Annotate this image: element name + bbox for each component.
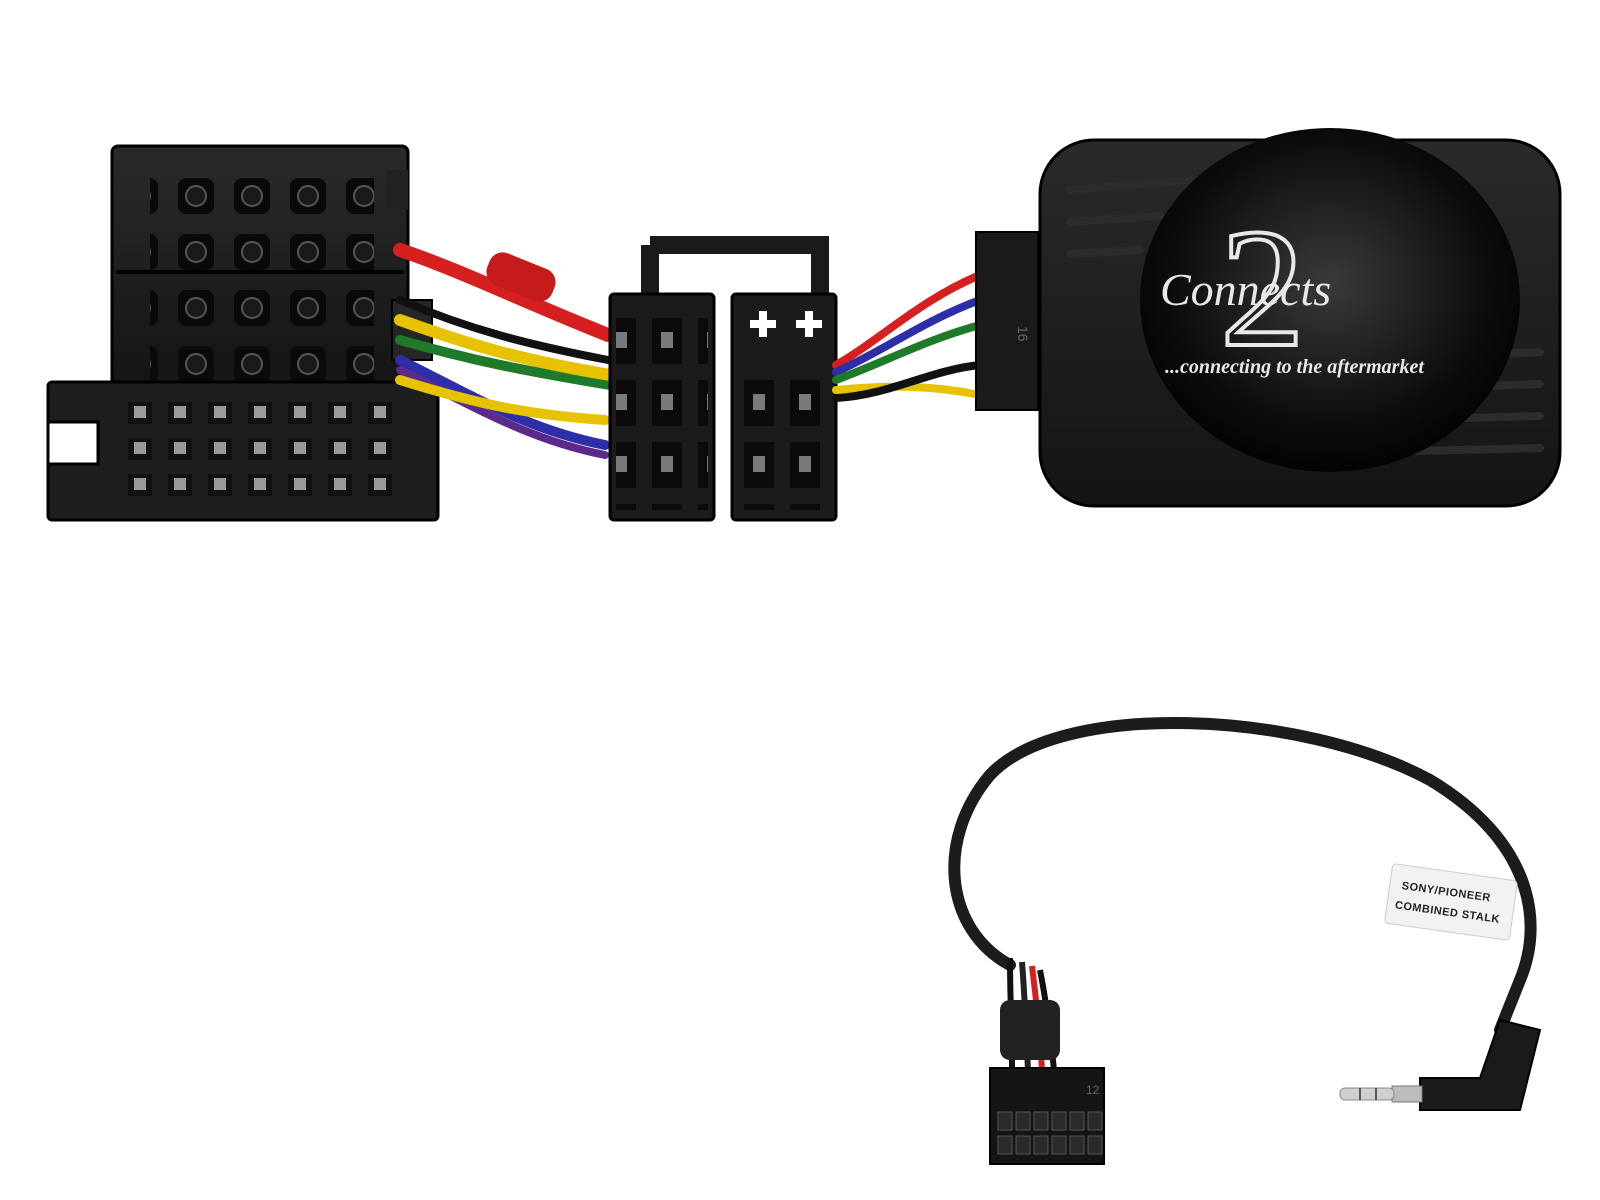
inline-fuse-holder [486, 252, 556, 302]
wire-black [396, 296, 612, 364]
brand-numeral: 2 [1220, 194, 1305, 382]
pin-grid-lower [118, 396, 398, 504]
wire-black-right [832, 361, 984, 402]
patch-lead-cable [948, 716, 1537, 1036]
iso-pins-left [616, 304, 708, 510]
lead-molex-pins [997, 1111, 1103, 1155]
brand-tagline: ...connecting to the aftermarket [1165, 356, 1425, 378]
module-pin-number: 16 [1015, 326, 1031, 342]
wire-red-right [832, 271, 984, 369]
wire-green-right [832, 321, 984, 384]
module-logo-disc [1140, 128, 1520, 472]
iso-bracket [641, 236, 829, 300]
wire-red [393, 243, 615, 342]
jack-housing [1419, 1018, 1542, 1111]
patch-lead: SONY/PIONEER COMBINED STALK 12 [948, 716, 1542, 1165]
vehicle-harness-connector [46, 144, 440, 522]
jack-plug-sleeve [1391, 1085, 1423, 1103]
lead-heatshrink [1000, 1000, 1060, 1060]
wire-green [395, 335, 615, 390]
wire-bundle-left [393, 243, 616, 459]
iso-pins-right [738, 366, 830, 510]
pin-grid-top [150, 160, 374, 272]
pin-grid-middle [150, 284, 374, 396]
wire-bundle-right [832, 271, 984, 402]
cable-tag [1384, 863, 1518, 941]
interface-module: 16 2 Connects ...connecting to the after… [975, 128, 1562, 508]
connector-side-clip [386, 170, 408, 210]
connector-lower-tab [46, 420, 100, 466]
wire-yellow [394, 314, 616, 381]
wire-blue-right [832, 296, 984, 376]
jack-plug-tip [1339, 1087, 1395, 1101]
lead-pin-number: 12 [1086, 1083, 1100, 1097]
wire-yellow-2 [395, 375, 610, 425]
wire-yellow-right [832, 382, 984, 399]
iso-connector-pair [608, 236, 838, 522]
module-plug [975, 231, 1039, 411]
brand-logo-text: Connects [1160, 264, 1331, 315]
iso-plus-markers [750, 311, 822, 337]
